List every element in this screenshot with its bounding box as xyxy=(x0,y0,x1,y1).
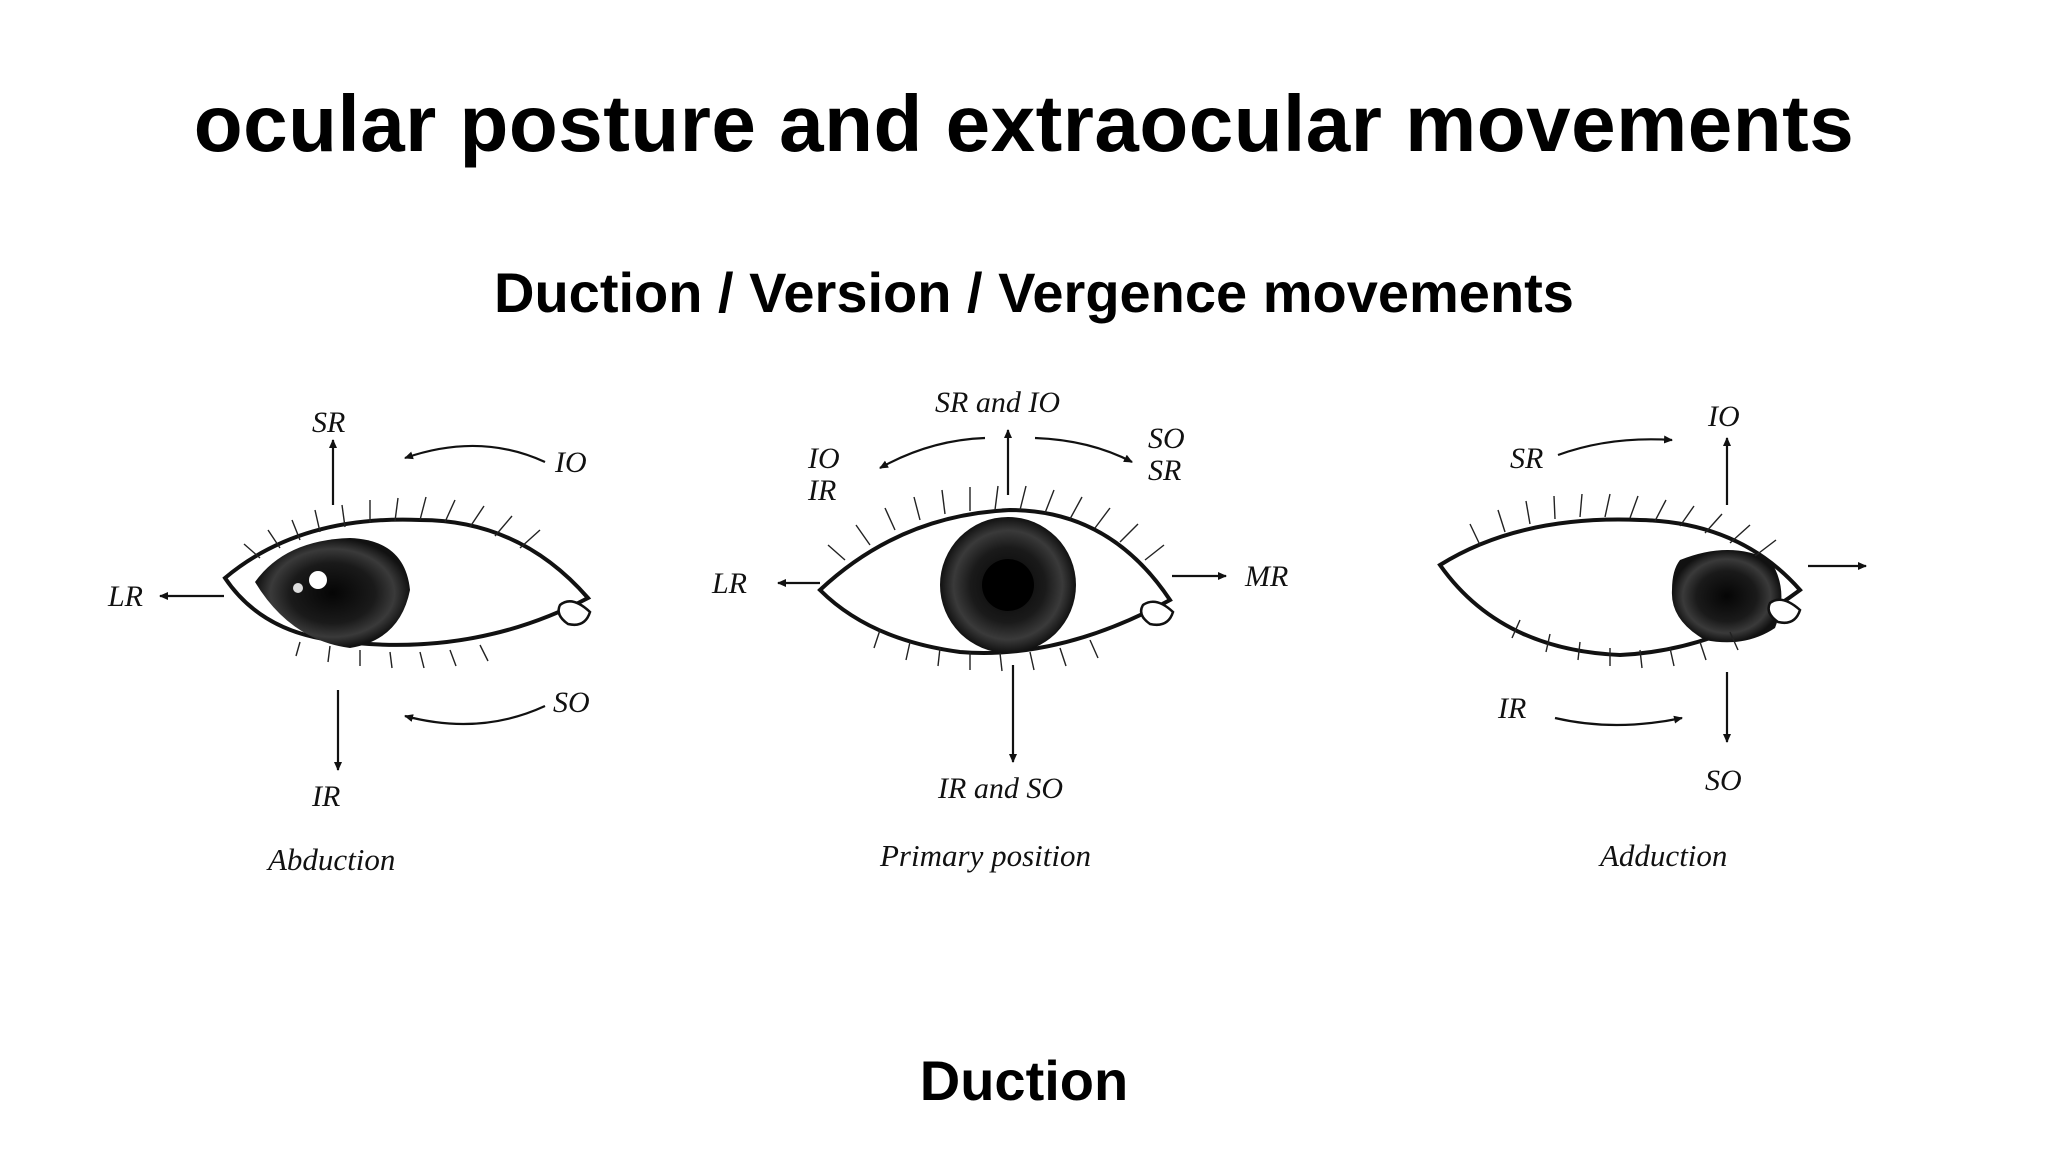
caption-adduction: Adduction xyxy=(1598,838,1727,873)
sr-arrow xyxy=(1557,435,1673,457)
label-io: IO xyxy=(807,442,840,475)
label-ir: IR xyxy=(807,474,836,507)
caption-primary-position: Primary position xyxy=(879,838,1091,873)
footer-label: Duction xyxy=(919,1049,1129,1112)
label-io: IO xyxy=(1707,400,1740,433)
label-ir: IR xyxy=(311,780,340,813)
label-lr: LR xyxy=(107,580,143,613)
label-lr: LR xyxy=(711,567,747,600)
so-arrow xyxy=(404,705,546,726)
label-sr: SR xyxy=(1148,454,1181,487)
page-title: ocular posture and extraocular movements xyxy=(193,79,1855,168)
label-so: SO xyxy=(553,686,590,719)
label-mr: MR xyxy=(1244,560,1288,593)
label-sr-and-io: SR and IO xyxy=(935,386,1060,419)
label-sr: SR xyxy=(312,406,345,439)
so-sr-arrow xyxy=(1034,436,1133,463)
caption-abduction: Abduction xyxy=(266,842,395,877)
page-subtitle: Duction / Version / Vergence movements xyxy=(494,261,1574,324)
label-ir-and-so: IR and SO xyxy=(937,772,1063,805)
label-so: SO xyxy=(1148,422,1185,455)
label-ir: IR xyxy=(1497,692,1526,725)
primary-position-eye: SR and IO IO IR SO SR LR MR IR and SO Pr… xyxy=(711,386,1288,873)
eye-illustration xyxy=(1437,493,1803,669)
io-arrow xyxy=(404,444,546,463)
adduction-eye: SR IO IR SO Adduction xyxy=(1437,400,1867,873)
ir-arrow xyxy=(1554,715,1683,727)
label-so: SO xyxy=(1705,764,1742,797)
io-ir-arrow xyxy=(879,436,986,469)
abduction-eye: LR SR IO IR SO Abduction xyxy=(107,406,592,877)
eye-illustration xyxy=(817,485,1175,672)
eye-illustration xyxy=(222,496,592,669)
label-io: IO xyxy=(554,446,587,479)
label-sr: SR xyxy=(1510,442,1543,475)
